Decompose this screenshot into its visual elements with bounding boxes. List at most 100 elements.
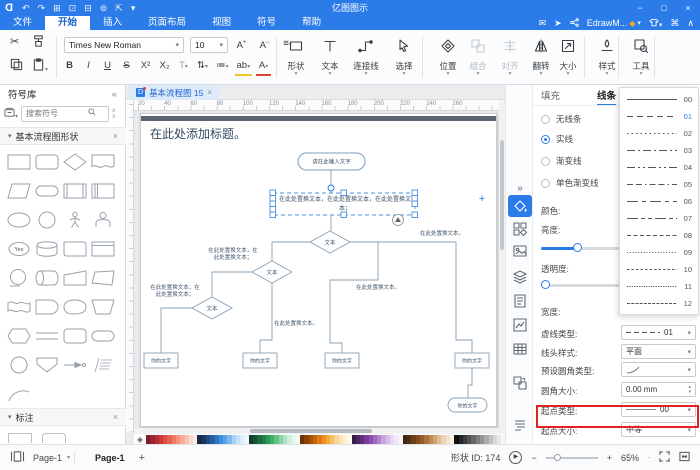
ribbon-button-大小[interactable]: 大小▾ (551, 36, 585, 80)
palette-swatch[interactable] (334, 434, 339, 444)
palette-swatch[interactable] (488, 434, 493, 444)
palette-swatch[interactable] (479, 434, 485, 444)
document-tab[interactable]: D 基本流程图 15 × (129, 85, 219, 100)
palette-swatch[interactable] (377, 434, 382, 444)
palette-swatch[interactable] (253, 434, 258, 444)
plus-indicator[interactable]: + (479, 193, 485, 205)
palette-swatch[interactable] (257, 434, 262, 444)
menu-tab-帮助[interactable]: 帮助 (302, 17, 322, 28)
palette-swatch[interactable] (146, 434, 151, 444)
partial-shape[interactable] (8, 433, 32, 443)
menu-tab-文件[interactable]: 文件 (13, 17, 33, 28)
palette-swatch[interactable] (432, 434, 438, 444)
palette-swatch[interactable] (342, 434, 348, 444)
menu-tab-插入[interactable]: 插入 (103, 17, 123, 28)
export-icon[interactable]: ⇱ (115, 3, 123, 13)
dash-type-select[interactable]: 01 ▾ (621, 325, 696, 340)
decision-node[interactable] (191, 296, 233, 320)
redo-icon[interactable]: ↷ (37, 3, 46, 13)
selection-handle[interactable] (411, 211, 418, 218)
corner-size-input[interactable]: 0.00 mm ▴▾ (621, 382, 696, 397)
palette-swatch[interactable] (437, 434, 442, 444)
shape-circle-line[interactable] (5, 263, 33, 292)
account-menu[interactable]: EdrawM... ◆ ▾ (587, 18, 641, 28)
palette-swatch[interactable] (484, 434, 489, 444)
palette-swatch[interactable] (150, 434, 155, 444)
shape-arc[interactable] (5, 379, 33, 408)
palette-swatch[interactable] (415, 434, 420, 444)
shape-delay[interactable] (33, 292, 61, 321)
ribbon-button-工具[interactable]: 工具▾ (624, 36, 658, 80)
palette-swatch[interactable] (411, 434, 416, 444)
add-page-button[interactable]: + (138, 451, 145, 464)
palette-swatch[interactable] (223, 434, 228, 444)
palette-swatch[interactable] (368, 434, 373, 444)
close-icon[interactable]: × (112, 131, 118, 141)
radio-gradient-line[interactable]: 渐变线 (541, 155, 691, 167)
chart-icon[interactable] (506, 315, 534, 335)
dash-option-10[interactable]: 10 (620, 261, 698, 278)
palette-swatch[interactable] (364, 434, 369, 444)
palette-swatch[interactable] (218, 434, 224, 444)
selection-handle[interactable] (340, 211, 347, 218)
ribbon-button-翻转[interactable]: 翻转▾ (524, 36, 558, 80)
outline-icon[interactable] (506, 415, 534, 435)
palette-swatch[interactable] (372, 434, 378, 444)
scrollbar-thumb[interactable] (250, 429, 372, 433)
partial-shape[interactable] (42, 433, 66, 443)
selection-handle[interactable] (269, 195, 276, 202)
italic-button[interactable]: I (87, 60, 90, 71)
line-spacing-button[interactable]: ⇅▾ (197, 60, 208, 71)
note-label[interactable]: 在此处置换文本。 (273, 321, 318, 327)
shape-banded-rect[interactable] (89, 234, 117, 263)
scroll-up-icon[interactable]: ∧ (111, 107, 116, 114)
selection-handle[interactable] (269, 206, 276, 213)
palette-swatch[interactable] (235, 434, 241, 444)
close-icon[interactable]: × (112, 412, 118, 422)
dash-option-12[interactable]: 12 (620, 295, 698, 312)
collapse-ribbon-icon[interactable]: ∧ (687, 17, 694, 28)
palette-swatch[interactable] (321, 434, 326, 444)
palette-swatch[interactable] (454, 434, 459, 444)
palette-swatch[interactable] (402, 434, 408, 444)
palette-swatch[interactable] (184, 434, 189, 444)
opacity-slider[interactable] (541, 280, 691, 290)
process-node[interactable] (324, 352, 360, 369)
dash-option-07[interactable]: 07 (620, 210, 698, 227)
fill-style-icon[interactable] (508, 195, 532, 217)
print-icon[interactable]: ⊜ (99, 3, 108, 13)
selection-handle[interactable] (269, 211, 276, 218)
shape-circle[interactable] (5, 350, 33, 379)
close-button[interactable]: × (685, 3, 691, 13)
menu-tab-开始[interactable]: 开始 (45, 16, 91, 30)
dash-option-04[interactable]: 04 (620, 159, 698, 176)
selection-handle[interactable] (411, 189, 418, 196)
close-icon[interactable]: × (207, 88, 212, 97)
tab-line[interactable]: 线条 (597, 88, 617, 106)
increase-font-button[interactable]: A+ (236, 40, 247, 52)
more-icon[interactable]: ▾ (130, 3, 136, 13)
shape-hexagon[interactable] (5, 321, 33, 350)
scroll-down-icon[interactable]: ∨ (111, 113, 116, 120)
note-label[interactable]: 在此处置换文本，在此处置换文本； (208, 248, 258, 261)
palette-swatch[interactable] (312, 434, 318, 444)
selection-handle[interactable] (340, 189, 347, 196)
table-icon[interactable] (506, 339, 534, 359)
palette-swatch[interactable] (471, 434, 476, 444)
shape-yes-ellipse[interactable]: Yes (5, 234, 33, 263)
page-tab[interactable]: Page-1 (95, 452, 125, 463)
autofit-button[interactable] (392, 214, 404, 226)
shape-parallelogram[interactable] (5, 176, 33, 205)
palette-swatch[interactable] (175, 434, 181, 444)
feedback-icon[interactable]: ✉ (538, 17, 547, 28)
format-painter-button[interactable] (32, 35, 45, 51)
slider-thumb[interactable] (553, 454, 561, 461)
palette-swatch[interactable] (381, 434, 386, 444)
radio-solid-line[interactable]: 实线 (541, 133, 691, 145)
shape-document[interactable] (89, 147, 117, 176)
palette-swatch[interactable] (167, 434, 172, 444)
palette-swatch[interactable] (428, 434, 433, 444)
palette-swatch[interactable] (462, 434, 468, 444)
theme-menu[interactable]: ▾ (649, 18, 662, 29)
palette-swatch[interactable] (197, 434, 202, 444)
